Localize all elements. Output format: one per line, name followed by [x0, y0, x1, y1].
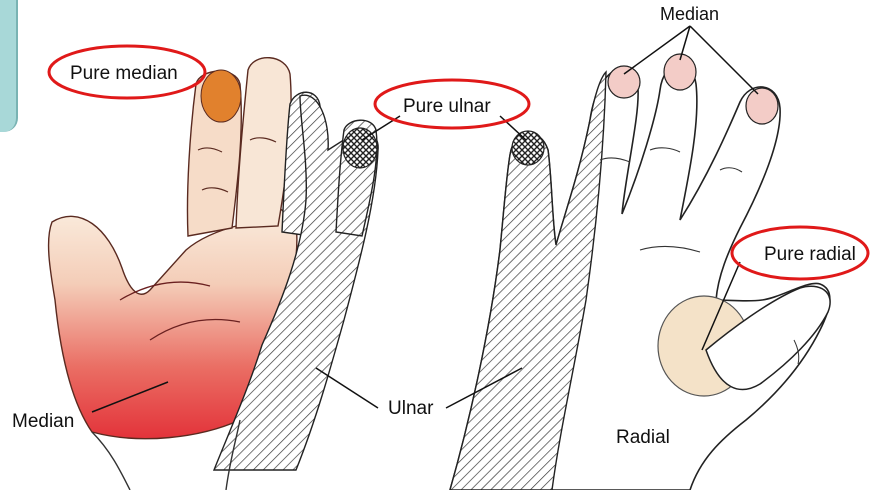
leader-ulnar-left	[316, 368, 378, 408]
label-pure-median: Pure median	[70, 63, 178, 84]
median-tip-ring	[746, 88, 778, 124]
pure-ulnar-tip-right	[512, 131, 544, 165]
leader-median-top-to-ring	[690, 26, 758, 94]
pure-median-tip	[201, 70, 241, 122]
label-pure-ulnar: Pure ulnar	[403, 96, 491, 117]
median-tip-index	[608, 66, 640, 98]
label-ulnar: Ulnar	[388, 398, 434, 419]
label-radial: Radial	[616, 427, 670, 448]
label-pure-radial: Pure radial	[764, 244, 856, 265]
label-median-top: Median	[660, 4, 719, 24]
label-median-bottom: Median	[12, 411, 74, 432]
